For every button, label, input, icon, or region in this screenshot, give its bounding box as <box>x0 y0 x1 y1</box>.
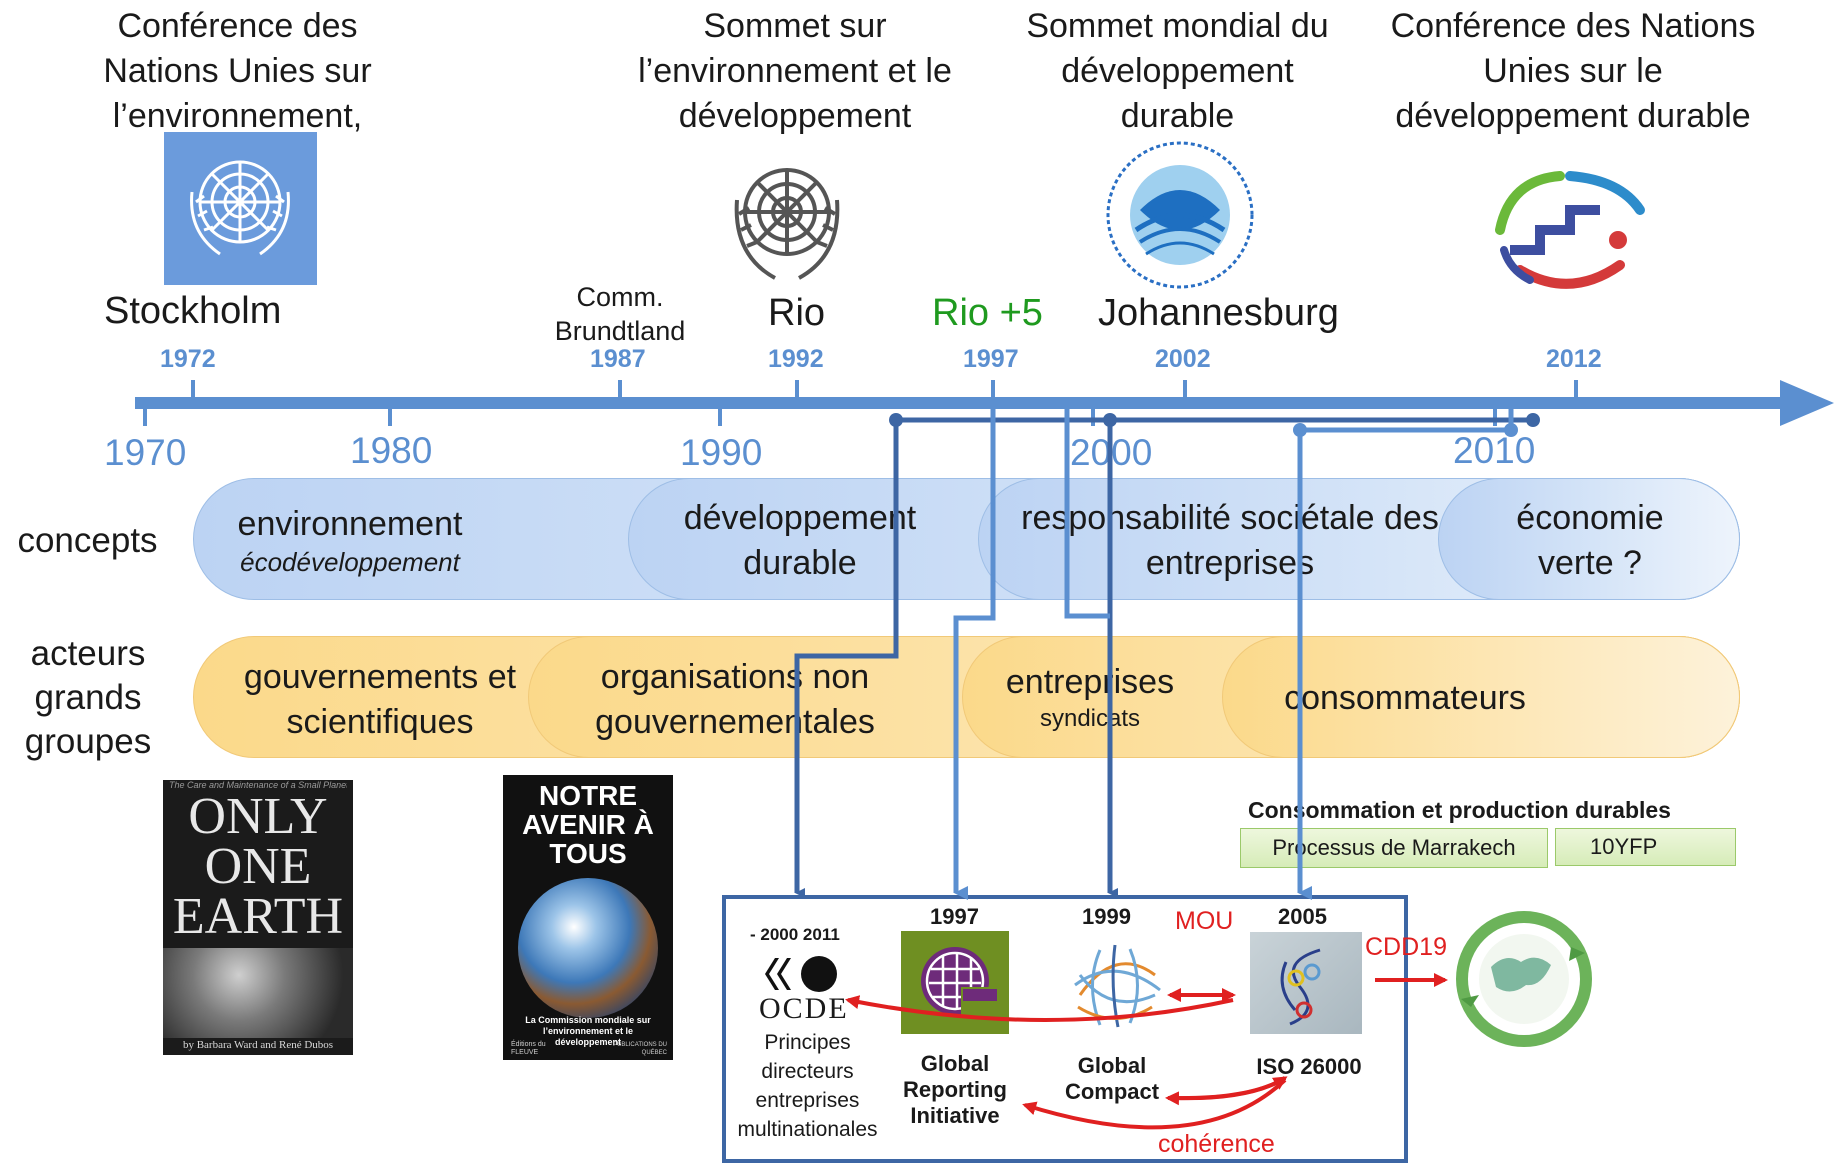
coherence-label: cohérence <box>1158 1130 1275 1158</box>
earth-globe-icon <box>518 878 658 1018</box>
place-johannesburg: Johannesburg <box>1098 292 1339 334</box>
actor-ngo-label: organisations non gouvernementales <box>595 658 875 741</box>
concept-environment-text: environnement écodéveloppement <box>220 502 480 577</box>
place-stockholm: Stockholm <box>104 290 282 332</box>
gri-label: Global Reporting Initiative <box>903 1051 1007 1128</box>
conference-title-rio20: Conférence des Nations Unies sur le déve… <box>1390 7 1756 135</box>
concept-green-economy-label: économie verte ? <box>1516 499 1664 582</box>
book-publisher-left: Éditions du FLEUVE <box>511 1041 546 1056</box>
book-tagline: The Care and Maintenance of a Small Plan… <box>169 780 347 790</box>
actor-governments-label: gouvernements et scientifiques <box>243 658 517 741</box>
scp-title: Consommation et production durables <box>1248 797 1671 823</box>
year-2002: 2002 <box>1155 345 1211 373</box>
concept-csr-label: responsabilité sociétale des entreprises <box>1021 499 1439 582</box>
actor-unions-label: syndicats <box>1039 705 1141 732</box>
scp-box-10yfp: 10YFP <box>1555 828 1736 866</box>
rio20-logo-icon <box>1490 170 1650 295</box>
rio-emblem-icon <box>715 150 860 285</box>
actor-consumers-label: consommateurs <box>1284 679 1526 717</box>
oecd-logo-icon <box>757 954 857 1024</box>
global-compact-logo-icon <box>1060 935 1170 1035</box>
gri-year: 1997 <box>930 904 979 929</box>
global-compact-label: Global Compact <box>1064 1053 1160 1104</box>
actor-pill-consumers <box>1222 636 1740 758</box>
axis-year-1990: 1990 <box>680 432 763 473</box>
concept-pill-green-economy <box>1438 478 1740 600</box>
concept-sustainable-dev-label: développement durable <box>683 499 917 582</box>
marrakech-process-logo-icon <box>1451 907 1597 1052</box>
book-earth-image <box>163 948 353 1038</box>
actor-business-text: entreprises syndicats <box>985 660 1195 733</box>
row-label-actors: acteurs grands groupes <box>24 634 152 761</box>
concept-ecodev-label: écodéveloppement <box>240 547 460 577</box>
book-only-one-earth: The Care and Maintenance of a Small Plan… <box>163 780 353 1055</box>
axis-year-2000: 2000 <box>1070 432 1153 473</box>
conference-title-rio: Sommet sur l’environnement et le dévelop… <box>638 7 952 135</box>
book-title-only-one-earth: ONLY ONE EARTH <box>172 788 344 945</box>
global-compact-year: 1999 <box>1082 904 1131 929</box>
oecd-logo-text: OCDE <box>759 992 849 1025</box>
book-caption: La Commission mondiale sur l’environneme… <box>525 1015 651 1047</box>
year-1992: 1992 <box>768 345 824 373</box>
instruments-box <box>722 895 1408 1163</box>
axis-year-1970: 1970 <box>104 432 187 473</box>
oecd-label: Principes directeurs entreprises multina… <box>737 1031 878 1141</box>
row-label-concepts: concepts <box>17 521 158 560</box>
scp-box-marrakech: Processus de Marrakech <box>1240 828 1548 868</box>
brundtland-label: Comm. Brundtland <box>554 282 686 346</box>
book-notre-avenir: NOTRE AVENIR À TOUS La Commission mondia… <box>503 775 673 1060</box>
actor-business-label: entreprises <box>1005 663 1175 701</box>
place-rio: Rio <box>768 292 826 334</box>
iso26000-logo-icon <box>1250 932 1362 1034</box>
gri-logo-icon <box>901 931 1009 1034</box>
oecd-year: - 2000 2011 <box>750 925 840 944</box>
mou-label: MOU <box>1175 907 1234 935</box>
rio5-label: Rio +5 <box>932 292 1043 334</box>
year-2012: 2012 <box>1546 345 1602 373</box>
year-1987: 1987 <box>590 345 646 373</box>
book-authors: by Barbara Ward and René Dubos <box>182 1039 334 1051</box>
year-1997: 1997 <box>963 345 1019 373</box>
year-1972: 1972 <box>160 345 216 373</box>
cdd19-label: CDD19 <box>1365 933 1447 961</box>
iso26000-label: ISO 26000 <box>1256 1054 1362 1079</box>
axis-year-2010: 2010 <box>1453 430 1536 471</box>
book-publisher-right: PUBLICATIONS DU QUÉBEC <box>613 1042 667 1056</box>
book-title-notre-avenir: NOTRE AVENIR À TOUS <box>522 780 654 869</box>
johannesburg-logo-icon <box>1100 130 1260 300</box>
un-emblem-icon <box>164 132 317 285</box>
axis-year-1980: 1980 <box>350 430 433 471</box>
conference-title-stockholm: Conférence des Nations Unies sur l’envir… <box>103 7 372 135</box>
iso26000-year: 2005 <box>1278 904 1327 929</box>
conference-title-johannesburg: Sommet mondial du développement durable <box>1026 7 1329 135</box>
concept-environment-label: environnement <box>237 505 463 543</box>
